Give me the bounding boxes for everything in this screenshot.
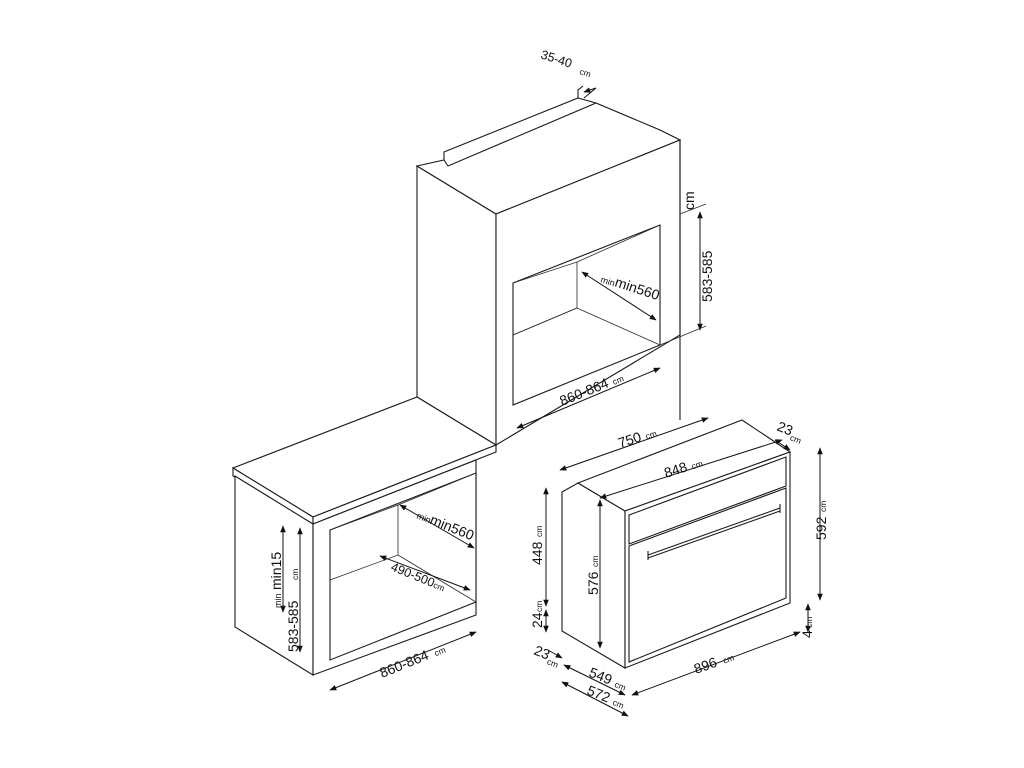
oven-door: [628, 487, 787, 663]
tall-top-gap-value: 35-40: [539, 48, 574, 71]
oven-dimensions: 750 cm 848 cm 23 cm 592 cm 4 cm 448: [529, 417, 829, 717]
base-width-value: 860-864: [377, 647, 431, 681]
oven-total-height-unit: cm: [818, 501, 828, 512]
tall-width-unit: cm: [611, 373, 625, 387]
base-height-unit: cm: [290, 569, 300, 580]
oven-top-depth-unit: cm: [644, 428, 658, 441]
base-height-value: 583-585: [285, 600, 301, 652]
oven-body-height-unit: cm: [534, 526, 544, 537]
oven-panel-offset-value: 23: [775, 418, 796, 439]
oven-front-height-value: 576: [585, 571, 601, 595]
oven-top-width-value: 848: [662, 458, 689, 481]
base-width-unit: cm: [433, 645, 447, 659]
tall-cabinet: [415, 85, 682, 446]
base-rear-gap-unit: cm: [432, 580, 446, 594]
oven-front-width-value: 896: [692, 654, 720, 677]
oven-handle: [647, 507, 781, 559]
tall-cabinet-left-panel: [416, 165, 497, 446]
tall-depth-prefix: min: [599, 274, 616, 288]
oven-side-offset-unit: cm: [546, 656, 560, 670]
oven-front-height-unit: cm: [590, 556, 600, 567]
oven-panel-offset-unit: cm: [789, 432, 803, 446]
tall-cabinet-notch: [443, 97, 597, 160]
oven-bottom-offset-value: 4: [799, 630, 815, 638]
tall-height-value: 583-585: [699, 250, 715, 302]
svg-text:min: min: [273, 593, 283, 608]
oven-total-height-value: 592: [813, 516, 829, 540]
oven-body-height-value: 448: [529, 541, 545, 565]
oven-top-depth-value: 750: [616, 428, 643, 451]
base-top-clearance-value: min15: [268, 552, 284, 590]
oven-bottom-offset-unit: cm: [804, 617, 814, 628]
oven-foot-height-value: 24: [529, 612, 545, 628]
oven-total-depth-unit: cm: [611, 697, 625, 711]
oven-front-width-unit: cm: [721, 652, 735, 665]
tall-height-unit: cm: [681, 191, 697, 210]
oven-side-offset-value: 23: [532, 642, 553, 663]
tall-top-gap-unit: cm: [578, 66, 592, 79]
oven-top-width-unit: cm: [690, 458, 704, 471]
oven-foot-height-unit: cm: [534, 601, 544, 612]
